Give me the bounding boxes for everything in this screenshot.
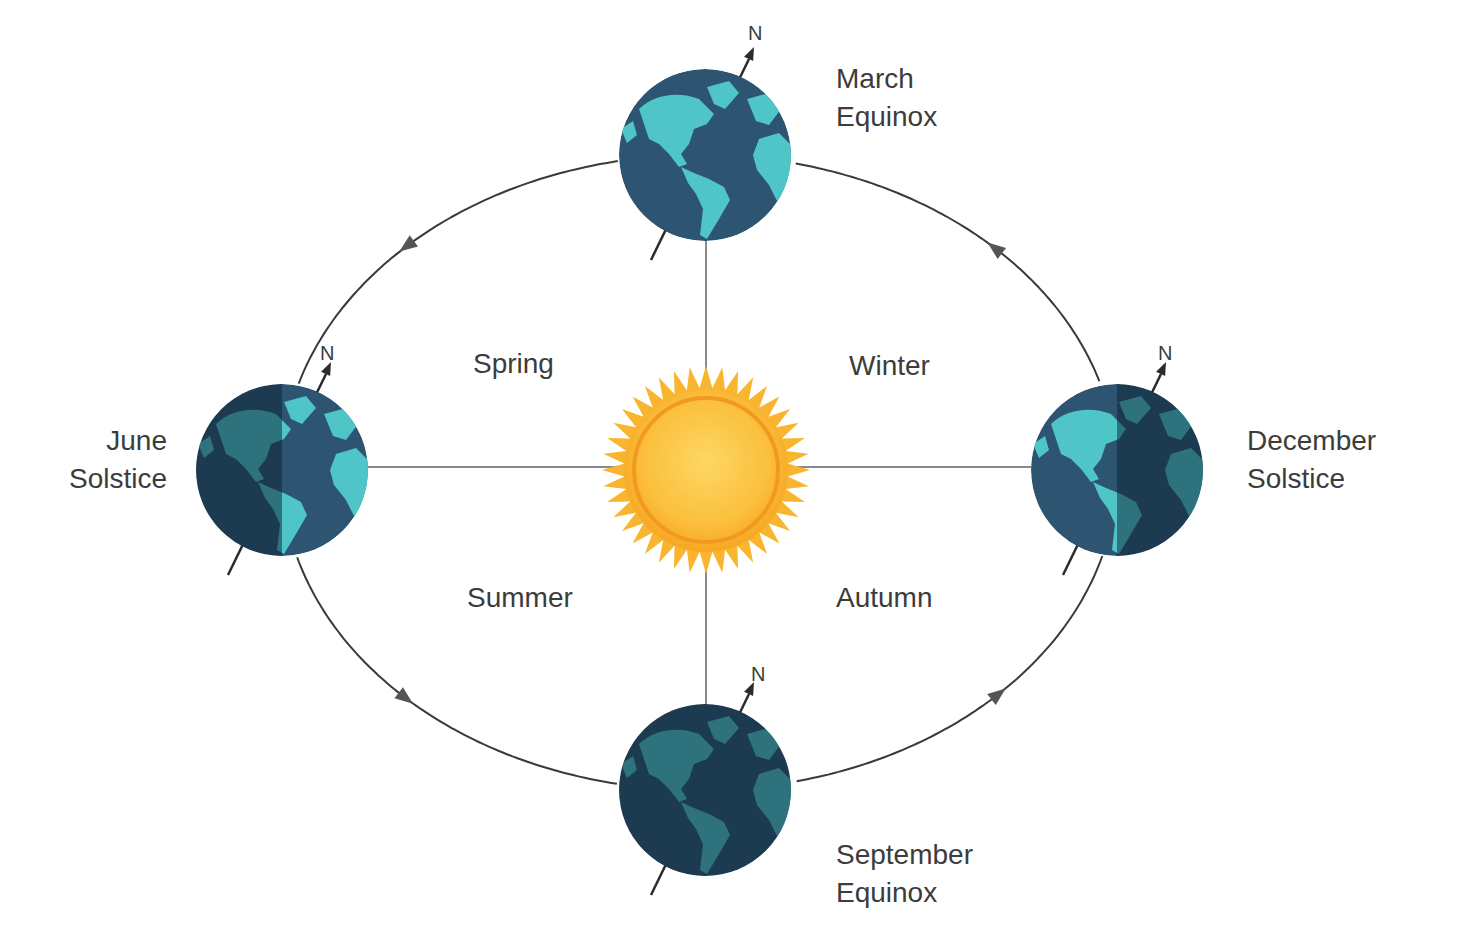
position-label: March Equinox [836,60,937,136]
sun [602,366,810,574]
orbit-line [297,557,617,783]
axis-arrowhead [744,47,754,61]
sun-ring [634,398,778,542]
position-label: December Solstice [1247,422,1376,498]
earth-globe [196,384,368,556]
orbit-arrowhead [394,687,413,703]
sun-rays [602,366,810,574]
orbit-arrowhead [399,235,418,251]
earth-node: June Solstice [196,384,368,556]
earth-axes [228,47,1166,895]
orbit-line [299,161,618,384]
earth-globe [619,704,791,876]
position-label: June Solstice [69,422,167,498]
north-label: N [320,340,334,367]
orbit-arc [299,161,618,384]
axis-arrowhead [1156,362,1166,376]
season-label: Autumn [836,579,933,617]
earth-node: March Equinox [619,69,791,241]
season-label: Summer [467,579,573,617]
season-label: Winter [849,347,930,385]
axis-arrowhead [321,362,331,376]
orbit-arc [796,164,1100,382]
orbit-line [796,164,1100,382]
orbit-arrowhead [988,243,1007,259]
orbit-line [797,556,1103,781]
orbit-arrowhead [987,688,1006,705]
position-label: September Equinox [836,836,973,912]
north-label: N [751,661,765,688]
earth-node: December Solstice [1031,384,1203,556]
orbit-arc [797,556,1103,781]
season-label: Spring [473,345,554,383]
orbit-arc [297,557,617,783]
sun-disc [624,388,788,552]
earth-globe [619,69,791,241]
earth-globe [1031,384,1203,556]
north-label: N [1158,340,1172,367]
north-label: N [748,20,762,47]
earth-node: September Equinox [619,704,791,876]
